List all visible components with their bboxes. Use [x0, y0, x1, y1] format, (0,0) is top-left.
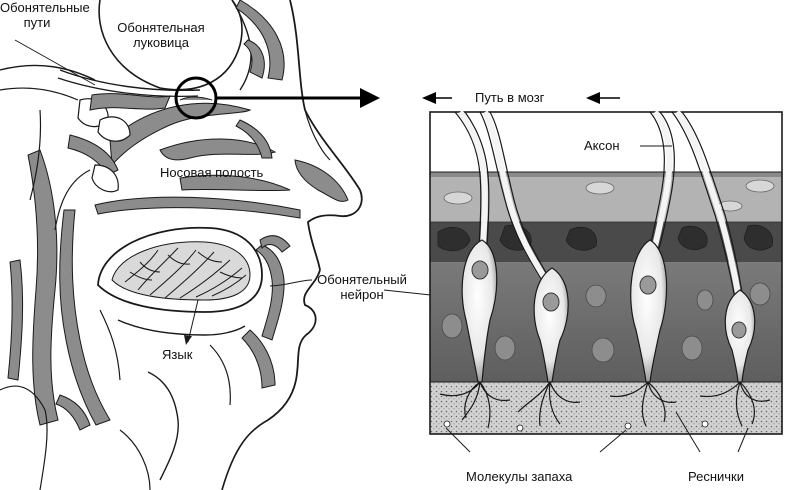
cilia-label: Реснички [688, 469, 744, 484]
detail-panel [422, 92, 783, 453]
axon-label: Аксон [584, 138, 620, 153]
olfactory-neuron-label: Обонятельный нейрон [313, 272, 411, 302]
olfactory-bulb-line1: Обонятельная [117, 20, 205, 35]
olfactory-neuron-line1: Обонятельный [317, 272, 407, 287]
olfactory-tracts-line1: Обонятельные [0, 0, 90, 15]
olfactory-bulb-line2: луковица [133, 35, 189, 50]
head-section [0, 0, 441, 490]
path-to-brain-label: Путь в мозг [475, 90, 545, 105]
tongue-label: Язык [162, 347, 193, 362]
olfactory-neuron-line2: нейрон [340, 287, 384, 302]
olfactory-neuron-cells [461, 239, 756, 383]
cilia-strands [439, 381, 771, 429]
olfactory-tracts-line2: пути [23, 15, 51, 30]
nasal-cavity-label: Носовая полость [160, 165, 264, 180]
olfactory-bulb-label: Обонятельная луковица [112, 20, 210, 50]
odor-molecules-label: Молекулы запаха [466, 469, 573, 484]
olfactory-tracts-label: Обонятельные пути [0, 0, 90, 30]
